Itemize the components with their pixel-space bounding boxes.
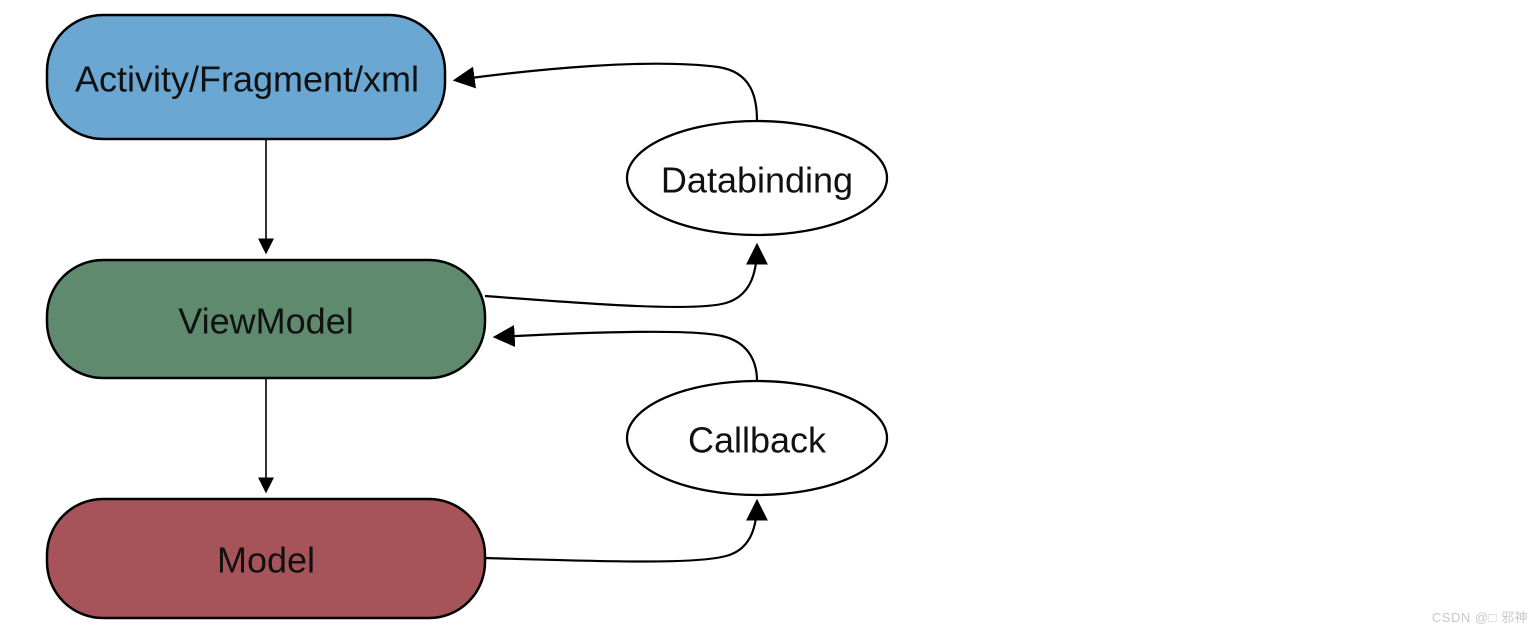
- edge-model-to-callback: [484, 498, 768, 563]
- node-viewmodel: [45, 258, 487, 380]
- edge-databinding-to-activity: [452, 62, 759, 122]
- node-activity-label: Activity/Fragment/xml: [75, 59, 419, 100]
- csdn-watermark: CSDN @□ 邪神: [1431, 610, 1528, 625]
- node-databinding: [625, 119, 889, 237]
- node-group: Activity/Fragment/xml ViewModel Model Da…: [45, 13, 889, 620]
- node-model-label: Model: [217, 540, 315, 581]
- node-databinding-label: Databinding: [661, 160, 853, 201]
- node-model: [45, 497, 487, 620]
- edge-group: [258, 62, 768, 563]
- edge-viewmodel-to-databinding: [484, 242, 768, 309]
- node-activity: [45, 13, 447, 141]
- edge-callback-to-viewmodel: [492, 325, 759, 382]
- node-callback: [625, 379, 889, 497]
- node-callback-label: Callback: [688, 420, 827, 461]
- node-viewmodel-label: ViewModel: [178, 301, 353, 342]
